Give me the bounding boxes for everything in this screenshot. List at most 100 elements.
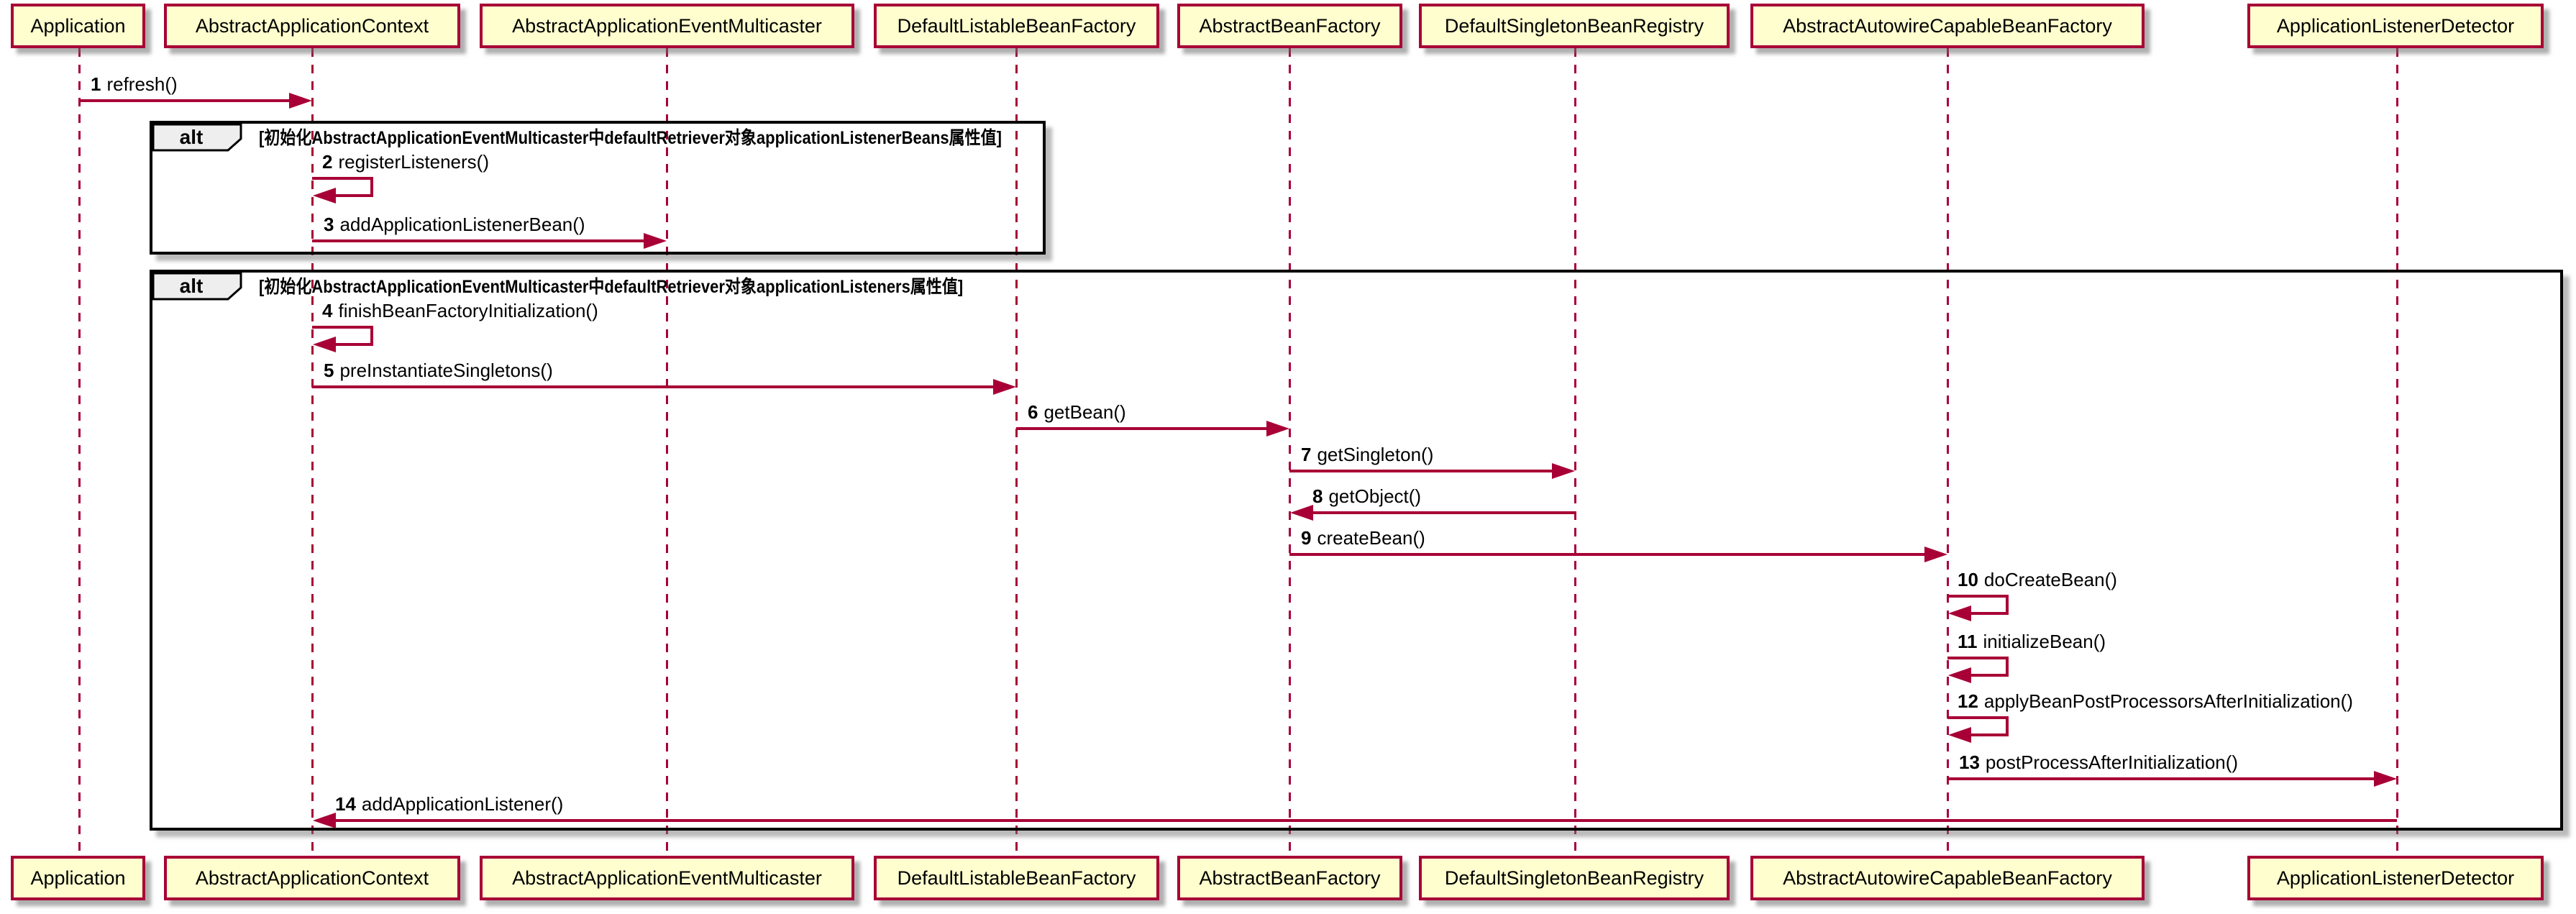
- alt-operator-badge: [152, 272, 242, 301]
- participant-top-abstract-bean-factory: AbstractBeanFactory: [1177, 4, 1402, 48]
- lifeline-default-listable-bean-factory: [1015, 48, 1018, 856]
- participant-name: AbstractBeanFactory: [1199, 14, 1381, 37]
- arrowhead-icon: [313, 813, 336, 828]
- alt-frame-1: alt [初始化AbstractApplicationEventMulticas…: [150, 121, 1046, 255]
- participant-bottom-abstract-application-context: AbstractApplicationContext: [164, 856, 460, 900]
- message-text: initializeBean(): [1983, 631, 2106, 652]
- participant-top-abstract-autowire-capable-bean-factory: AbstractAutowireCapableBeanFactory: [1750, 4, 2145, 48]
- message-number: 13: [1959, 751, 1980, 773]
- self-arrow-out: [312, 177, 373, 180]
- alt-guard-text: [初始化AbstractApplicationEventMulticaster中…: [259, 128, 1002, 148]
- lifeline-abstract-application-context: [311, 48, 314, 856]
- participant-name: Application: [30, 867, 126, 889]
- participant-bottom-abstract-bean-factory: AbstractBeanFactory: [1177, 856, 1402, 900]
- message-number: 14: [335, 793, 356, 815]
- participant-name: AbstractAutowireCapableBeanFactory: [1783, 14, 2112, 37]
- participant-name: DefaultSingletonBeanRegistry: [1444, 14, 1704, 37]
- participant-top-default-listable-bean-factory: DefaultListableBeanFactory: [874, 4, 1159, 48]
- participant-top-application: Application: [11, 4, 145, 48]
- message-arrow: [312, 385, 996, 388]
- participant-top-abstract-application-event-multicaster: AbstractApplicationEventMulticaster: [480, 4, 854, 48]
- message-number: 6: [1028, 401, 1038, 423]
- message-number: 11: [1958, 631, 1978, 652]
- participant-name: ApplicationListenerDetector: [2276, 867, 2515, 889]
- message-number: 5: [324, 360, 334, 381]
- lifeline-abstract-bean-factory: [1289, 48, 1291, 856]
- self-arrow-side: [2006, 595, 2009, 615]
- lifeline-application: [78, 48, 81, 856]
- participant-name: AbstractApplicationEventMulticaster: [512, 867, 822, 889]
- arrowhead-icon: [1290, 505, 1313, 521]
- self-arrowhead-icon: [1948, 667, 1971, 683]
- lifeline-application-listener-detector: [2396, 48, 2398, 856]
- self-arrow-back: [1968, 734, 2009, 736]
- participant-bottom-application-listener-detector: ApplicationListenerDetector: [2247, 856, 2544, 900]
- participant-name: AbstractApplicationEventMulticaster: [512, 14, 822, 37]
- self-arrow-side: [2006, 716, 2009, 736]
- participant-bottom-default-singleton-bean-registry: DefaultSingletonBeanRegistry: [1419, 856, 1730, 900]
- participant-top-abstract-application-context: AbstractApplicationContext: [164, 4, 460, 48]
- lifeline-default-singleton-bean-registry: [1574, 48, 1576, 856]
- message-arrow: [1016, 427, 1269, 430]
- self-arrow-out: [312, 326, 373, 329]
- message-number: 7: [1301, 444, 1312, 465]
- message-text: createBean(): [1317, 527, 1425, 549]
- self-arrowhead-icon: [1948, 727, 1971, 743]
- arrowhead-icon: [1266, 421, 1289, 437]
- participant-top-application-listener-detector: ApplicationListenerDetector: [2247, 4, 2544, 48]
- self-arrowhead-icon: [313, 337, 336, 352]
- participant-name: ApplicationListenerDetector: [2276, 14, 2515, 37]
- alt-operator-badge: [152, 123, 242, 152]
- lifeline-abstract-application-event-multicaster: [666, 48, 668, 856]
- arrowhead-icon: [1924, 547, 1947, 562]
- self-arrow-back: [1968, 674, 2009, 677]
- self-arrow-side: [370, 177, 373, 197]
- self-arrowhead-icon: [313, 188, 336, 204]
- self-arrow-back: [332, 343, 373, 346]
- arrowhead-icon: [289, 93, 312, 109]
- message-number: 1: [91, 73, 101, 95]
- self-arrow-side: [370, 326, 373, 346]
- message-text: doCreateBean(): [1983, 569, 2117, 590]
- message-number: 8: [1312, 485, 1323, 507]
- participant-name: AbstractApplicationContext: [195, 14, 429, 37]
- message-text: getBean(): [1043, 401, 1126, 423]
- message-number: 10: [1958, 569, 1978, 590]
- message-arrow: [79, 99, 292, 102]
- arrowhead-icon: [644, 233, 667, 249]
- participant-bottom-default-listable-bean-factory: DefaultListableBeanFactory: [874, 856, 1159, 900]
- message-text: applyBeanPostProcessorsAfterInitializati…: [1983, 690, 2353, 712]
- arrowhead-icon: [2374, 771, 2397, 787]
- message-number: 12: [1958, 690, 1978, 712]
- message-text: postProcessAfterInitialization(): [1985, 751, 2239, 773]
- message-text: finishBeanFactoryInitialization(): [338, 300, 598, 321]
- participant-name: AbstractApplicationContext: [195, 867, 429, 889]
- alt-guard-text: [初始化AbstractApplicationEventMulticaster中…: [259, 277, 964, 297]
- message-text: refresh(): [106, 73, 178, 95]
- participant-name: DefaultListableBeanFactory: [897, 867, 1136, 889]
- message-number: 9: [1301, 527, 1312, 549]
- message-arrow: [1947, 777, 2377, 780]
- self-arrowhead-icon: [1948, 605, 1971, 621]
- message-text: addApplicationListenerBean(): [339, 214, 585, 235]
- alt-operator-label: alt: [179, 275, 204, 297]
- message-text: getObject(): [1328, 485, 1422, 507]
- arrowhead-icon: [993, 379, 1016, 395]
- alt-frame-2: alt [初始化AbstractApplicationEventMulticas…: [150, 270, 2563, 831]
- alt-operator-label: alt: [179, 126, 204, 148]
- participant-name: AbstractBeanFactory: [1199, 867, 1381, 889]
